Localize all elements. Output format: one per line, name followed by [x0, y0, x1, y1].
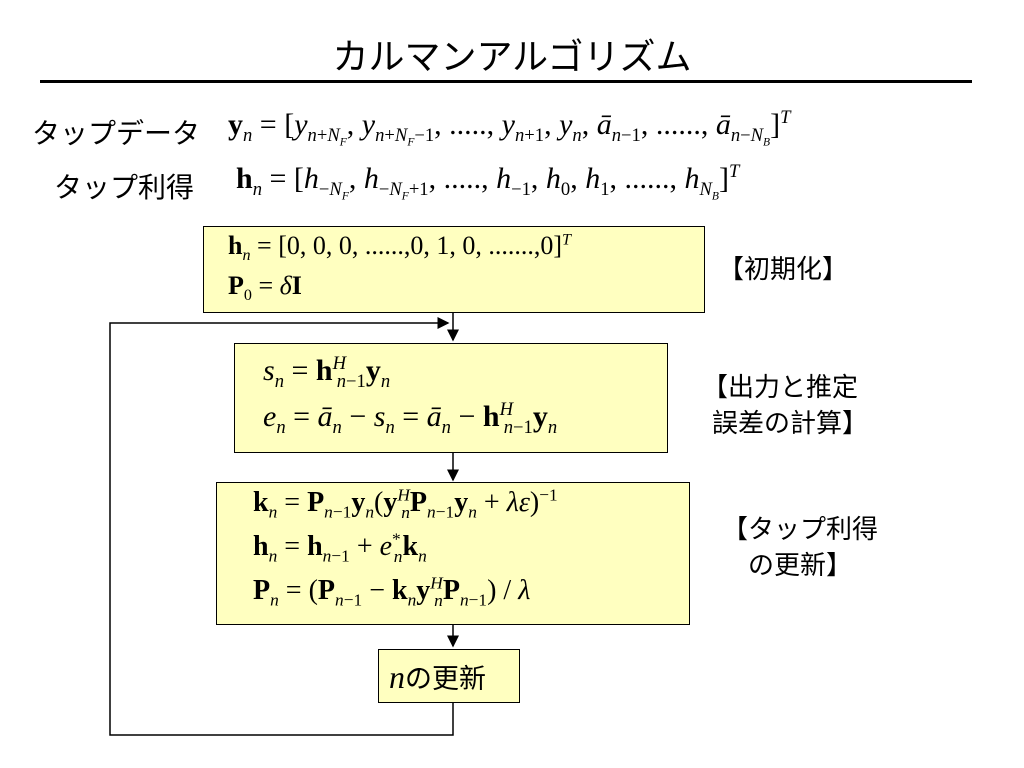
- init-box: hn = [0, 0, 0, ......,0, 1, 0, .......,0…: [203, 226, 705, 313]
- output-e-equation: en = ān − sn = ān − hHn−1yn: [263, 399, 558, 438]
- stage-update-line2: の更新】: [748, 551, 853, 581]
- tap-gain-equation: hn = [h−NF, h−NF+1, ....., h−1, h0, h1, …: [236, 161, 740, 203]
- init-p-equation: P0 = δI: [228, 271, 302, 305]
- page-title: カルマンアルゴリズム: [332, 37, 692, 78]
- output-s-equation: sn = hHn−1yn: [263, 353, 391, 392]
- stage-update-line1: 【タップ利得: [722, 515, 879, 545]
- update-p-equation: Pn = (Pn−1 − knyHnPn−1) / λ: [253, 573, 531, 610]
- stage-output-label: 【出力と推定 誤差の計算】: [702, 370, 868, 442]
- title-underline: [40, 80, 972, 83]
- n-update-text: の更新: [405, 664, 486, 695]
- stage-output-line2: 誤差の計算】: [712, 409, 869, 439]
- n-symbol: n: [389, 659, 405, 695]
- stage-output-line1: 【出力と推定: [702, 373, 859, 403]
- tap-data-equation: yn = [yn+NF, yn+NF−1, ....., yn+1, yn, ā…: [228, 107, 791, 149]
- tap-gain-label: タップ利得: [54, 171, 195, 204]
- output-box: sn = hHn−1yn en = ān − sn = ān − hHn−1yn: [234, 343, 668, 453]
- update-h-equation: hn = hn−1 + e*nkn: [253, 529, 427, 566]
- init-h-equation: hn = [0, 0, 0, ......,0, 1, 0, .......,0…: [228, 231, 571, 265]
- tap-data-label: タップデータ: [32, 117, 201, 150]
- update-box: kn = Pn−1yn(yHnPn−1yn + λε)−1 hn = hn−1 …: [216, 482, 690, 625]
- update-k-equation: kn = Pn−1yn(yHnPn−1yn + λε)−1: [253, 485, 558, 522]
- stage-init-label: 【初期化】: [718, 255, 849, 285]
- n-update-box: nの更新: [378, 649, 520, 703]
- n-update-label: nの更新: [389, 657, 486, 696]
- stage-update-label: 【タップ利得 の更新】: [722, 512, 878, 584]
